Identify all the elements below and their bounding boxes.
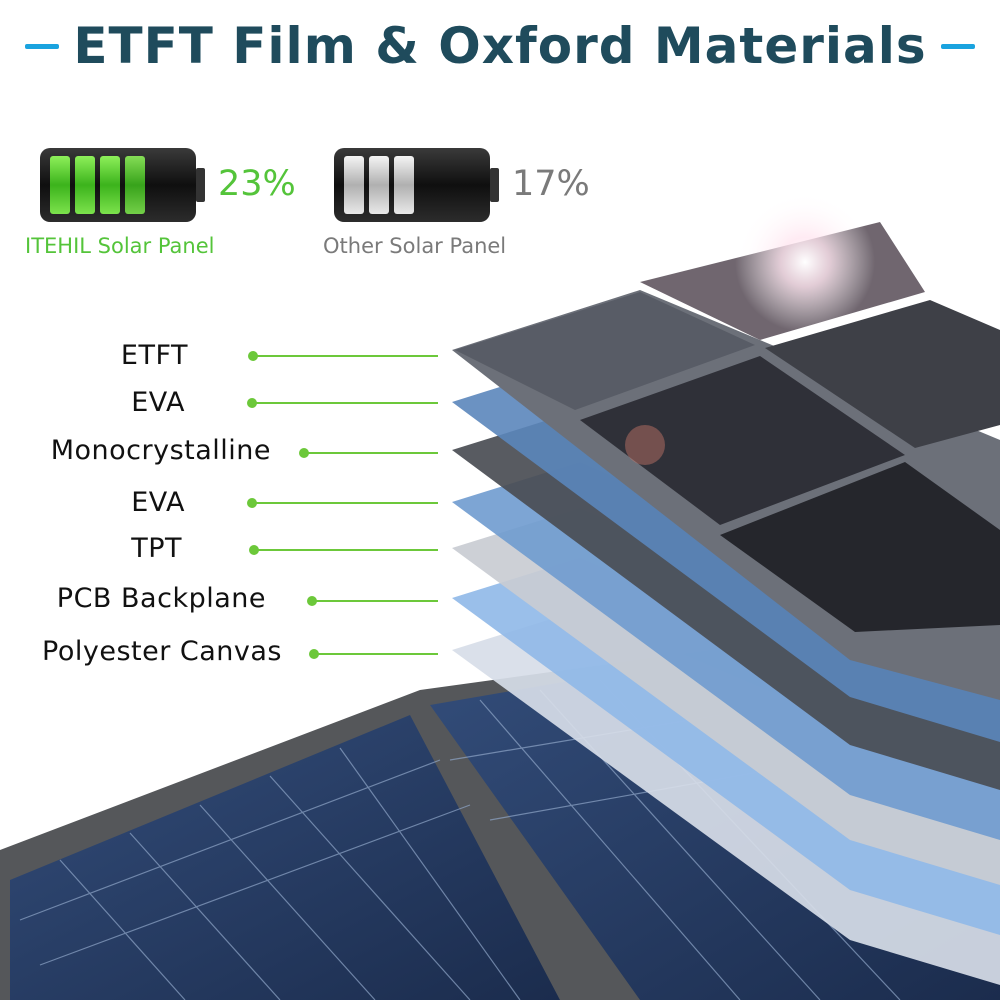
- header: ETFT Film & Oxford Materials: [0, 10, 1000, 82]
- title-dash-left: [25, 43, 60, 49]
- layer-label-eva: EVA: [131, 487, 185, 518]
- other-efficiency: 17%: [512, 164, 590, 204]
- title-dash-right: [940, 43, 975, 49]
- layer-label-tpt: TPT: [131, 533, 182, 564]
- page-title: ETFT Film & Oxford Materials: [73, 17, 927, 75]
- layer-label-etft: ETFT: [120, 340, 188, 371]
- layer-label-pcb-backplane: PCB Backplane: [56, 583, 266, 614]
- layer-label-monocrystalline: Monocrystalline: [50, 435, 271, 466]
- exploded-layers: [452, 192, 1000, 985]
- itehil-efficiency: 23%: [218, 164, 296, 204]
- layer-label-polyester-canvas: Polyester Canvas: [42, 636, 282, 667]
- leader-lines: [247, 351, 438, 659]
- itehil-caption: ITEHIL Solar Panel: [25, 234, 215, 258]
- battery-icon-green: [40, 148, 205, 222]
- other-caption: Other Solar Panel: [323, 234, 507, 258]
- layer-label-eva: EVA: [131, 387, 185, 418]
- battery-icon-grey: [334, 148, 499, 222]
